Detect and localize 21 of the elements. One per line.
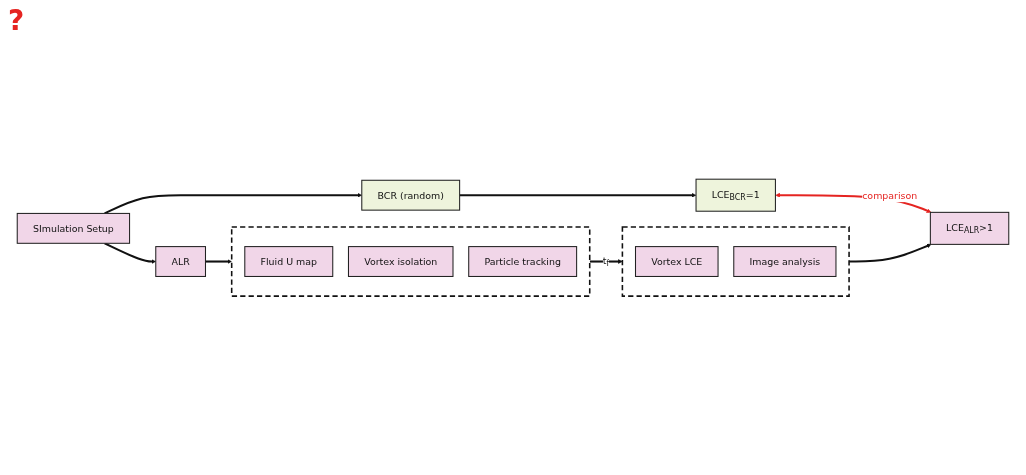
cluster [230, 226, 591, 297]
cluster [621, 226, 850, 297]
node-box: Vortex LCE [634, 245, 719, 277]
arrow [104, 192, 362, 215]
node-box: Particle tracking [468, 245, 578, 277]
node-box: LCE$_{ALR}$>1 [929, 211, 1010, 245]
node-box: Fluid U map [244, 245, 334, 277]
node-box: SImulation Setup [16, 212, 131, 244]
node-box: Image analysis [733, 245, 837, 277]
node-box: Vortex isolation [347, 245, 454, 277]
node-box: LCE$_{BCR}$=1 [695, 178, 776, 212]
question-mark-note: ? [8, 4, 25, 37]
node-box: ALR [155, 245, 206, 277]
arrow [205, 259, 232, 264]
node-box: BCR (random) [361, 179, 461, 211]
arrow [104, 242, 156, 264]
edge-label: t$_{f}$ [602, 254, 610, 269]
arrow [459, 192, 697, 198]
arrow [589, 259, 623, 264]
edge-label: comparison [862, 189, 918, 201]
arrow [849, 243, 932, 263]
